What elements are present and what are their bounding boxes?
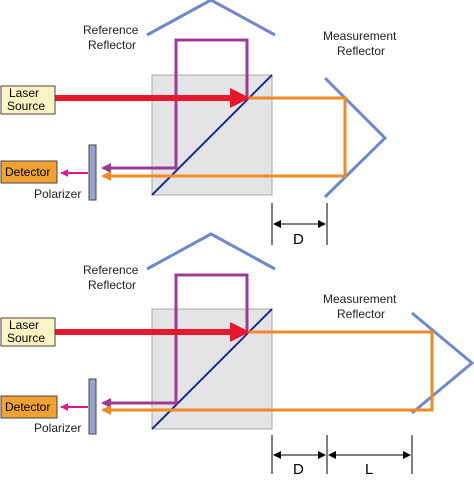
- bottom-measurement-label-1: Measurement: [323, 292, 397, 306]
- top-polarizer-label: Polarizer: [34, 187, 81, 201]
- bottom-polarizer: [88, 378, 97, 435]
- top-measurement-label-2: Reflector: [337, 44, 385, 58]
- bottom-l-arrowhead-right: [403, 451, 411, 459]
- bottom-reference-label-2: Reflector: [88, 278, 136, 292]
- top-laser-beam-arrowhead: [230, 88, 250, 108]
- bottom-measurement-beam-arrowhead: [101, 405, 111, 415]
- bottom-l-arrowhead-left: [328, 451, 336, 459]
- top-measurement-beam: [103, 96, 347, 178]
- bottom-polarizer-label: Polarizer: [34, 421, 81, 435]
- top-measurement-beam-arrowhead: [101, 171, 111, 181]
- bottom-distance-l-label: L: [365, 461, 373, 477]
- bottom-reference-beam-arrowhead: [101, 398, 111, 408]
- bottom-d-arrowhead-left: [273, 451, 281, 459]
- bottom-laser-source-box: [0, 317, 56, 347]
- top-laser-source-box: [0, 85, 56, 115]
- bottom-measurement-beam: [103, 330, 434, 412]
- top-distance-d-label: D: [293, 231, 304, 248]
- bottom-reference-beam: [103, 273, 249, 405]
- bottom-measurement-reflector: [411, 311, 474, 415]
- top-laser-label-1: Laser: [9, 86, 39, 100]
- top-measurement-reflector: [323, 76, 388, 199]
- top-reference-label-2: Reflector: [88, 38, 136, 52]
- bottom-laser-beam-arrowhead: [230, 322, 250, 342]
- bottom-laser-label-1: Laser: [9, 318, 39, 332]
- top-reference-beam-arrowhead: [101, 163, 111, 173]
- bottom-distance-d-label: D: [293, 461, 304, 477]
- top-d-arrowhead-right: [318, 220, 326, 228]
- top-polarizer: [88, 144, 97, 201]
- bottom-d-arrowhead-right: [318, 451, 326, 459]
- top-detector-box: [0, 160, 58, 184]
- top-panel: Reference Reflector Measurement Reflecto…: [0, 0, 397, 248]
- bottom-reference-label-1: Reference: [83, 263, 139, 277]
- top-reference-label-1: Reference: [83, 23, 139, 37]
- top-d-arrowhead-left: [273, 220, 281, 228]
- top-measurement-label-1: Measurement: [323, 29, 397, 43]
- top-laser-label-2: Source: [7, 99, 45, 113]
- bottom-measurement-label-2: Reflector: [337, 307, 385, 321]
- bottom-detector-box: [0, 395, 58, 419]
- bottom-reference-reflector: [146, 232, 276, 271]
- top-reference-beam: [103, 38, 249, 170]
- bottom-panel: Reference Reflector Measurement Reflecto…: [0, 232, 474, 478]
- top-reference-reflector: [146, 0, 276, 37]
- top-detector-label: Detector: [5, 165, 50, 179]
- bottom-laser-label-2: Source: [7, 331, 45, 345]
- bottom-detector-label: Detector: [5, 400, 50, 414]
